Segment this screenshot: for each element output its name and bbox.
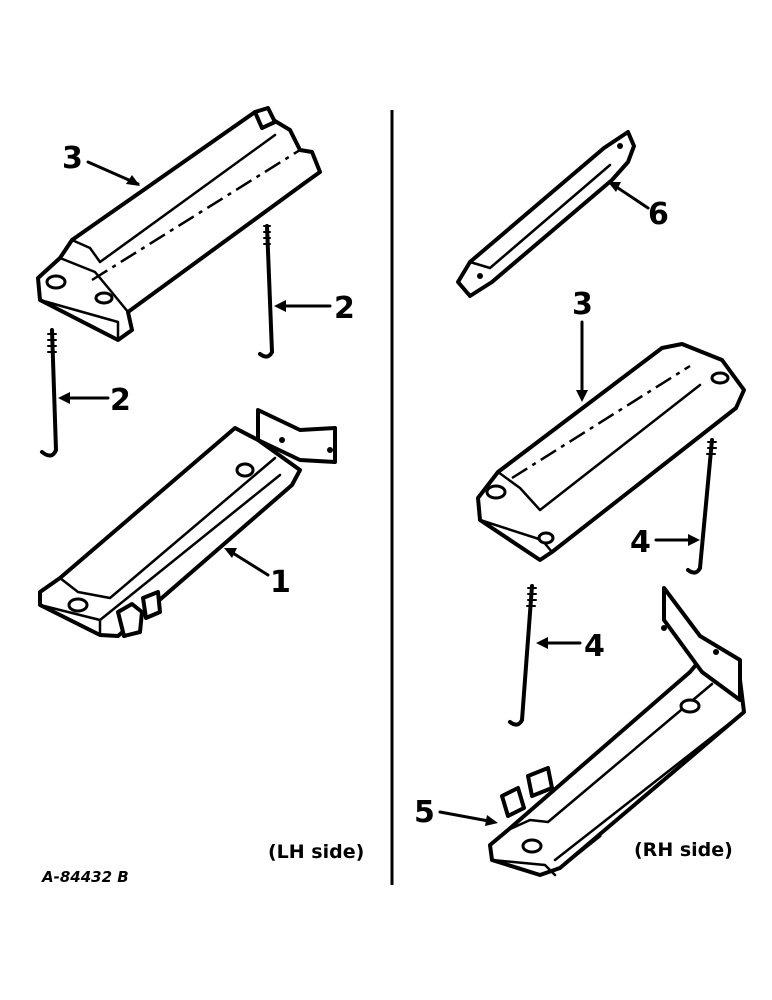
caption-rh-side: (RH side) bbox=[634, 839, 733, 861]
lh-tray-part-1 bbox=[38, 408, 337, 638]
rh-tray-part-5 bbox=[488, 586, 746, 877]
rh-rod-part-4-right bbox=[686, 438, 717, 575]
rh-rod-part-4-left bbox=[508, 584, 537, 727]
lh-rod-part-2-right bbox=[258, 224, 274, 359]
callout-rh-3: 3 bbox=[572, 287, 593, 322]
callout-lh-3: 3 bbox=[62, 141, 83, 176]
callout-lh-1: 1 bbox=[270, 565, 291, 600]
rh-strap-part-6 bbox=[456, 130, 636, 298]
callout-lh-2-right: 2 bbox=[334, 291, 355, 326]
lh-rod-part-2-left bbox=[40, 328, 58, 458]
drawing-code: A-84432 B bbox=[41, 868, 129, 886]
caption-lh-side: (LH side) bbox=[268, 841, 364, 863]
callout-rh-5: 5 bbox=[414, 795, 435, 830]
rh-hold-down-part-3 bbox=[476, 342, 746, 562]
lh-hold-down-part-3 bbox=[36, 106, 322, 342]
callout-lh-2-left: 2 bbox=[110, 383, 131, 418]
callout-rh-6: 6 bbox=[648, 197, 669, 232]
rh-callout-arrows bbox=[438, 182, 700, 826]
callout-rh-4-left: 4 bbox=[584, 629, 605, 664]
callout-rh-4-right: 4 bbox=[630, 525, 651, 560]
lh-callout-arrows bbox=[58, 160, 332, 577]
